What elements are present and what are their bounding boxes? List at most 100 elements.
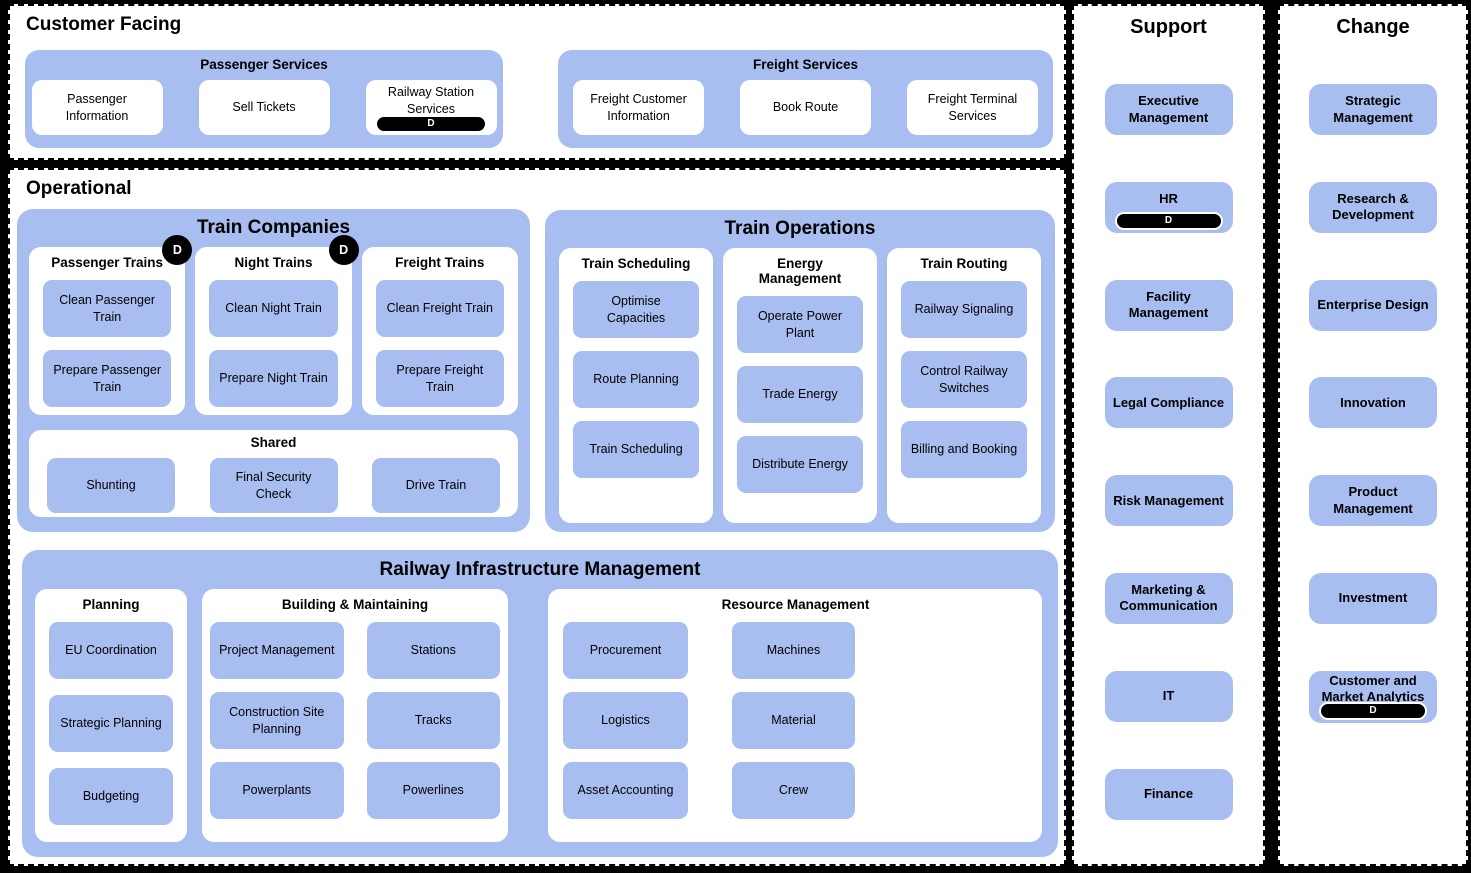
subgroup-title-resource-management: Resource Management [721,597,870,612]
capability-freight-customer-information[interactable]: Freight Customer Information [573,80,704,135]
capability-label: Freight Terminal Services [927,92,1018,123]
capability-book-route[interactable]: Book Route [740,80,871,135]
capability-sell-tickets[interactable]: Sell Tickets [198,80,330,135]
capability-it[interactable]: IT [1104,670,1233,722]
subgroup-building-maintaining[interactable]: Building & Maintaining Project Managemen… [202,589,508,842]
subgroup-energy-management[interactable]: Energy Management Operate Power Plant Tr… [723,248,877,523]
capability-distribute-energy[interactable]: Distribute Energy [737,436,863,493]
subgroup-passenger-trains[interactable]: D Passenger Trains Clean Passenger Train… [29,235,193,415]
d-badge-pill: D [1114,211,1223,230]
capability-railway-station-services[interactable]: Railway Station Services D [365,80,497,135]
capability-clean-freight-train[interactable]: Clean Freight Train [375,280,504,337]
resource-management-items: Procurement Machines Logistics Material … [563,622,1028,819]
capability-trade-energy[interactable]: Trade Energy [737,366,863,423]
freight-services-items: Freight Customer Information Book Route … [558,80,1053,135]
capability-prepare-night-train[interactable]: Prepare Night Train [209,350,338,407]
capability-project-management[interactable]: Project Management [210,622,344,679]
panel-operational: Operational Train Companies D Passenger … [8,168,1066,866]
subgroup-train-scheduling[interactable]: Train Scheduling Optimise Capacities Rou… [559,248,713,523]
group-passenger-services[interactable]: Passenger Services Passenger Information… [25,50,503,148]
capability-customer-market-analytics[interactable]: Customer and Market Analytics D [1309,670,1437,724]
subgroup-train-routing[interactable]: Train Routing Railway Signaling Control … [887,248,1041,523]
building-maintaining-items: Project Management Stations Construction… [210,622,500,819]
capability-billing-and-booking[interactable]: Billing and Booking [901,421,1027,478]
panel-customer-facing: Customer Facing Passenger Services Passe… [8,4,1066,160]
capability-prepare-passenger-train[interactable]: Prepare Passenger Train [43,350,172,407]
capability-budgeting[interactable]: Budgeting [49,768,173,825]
capability-procurement[interactable]: Procurement [563,622,688,679]
subgroup-night-trains[interactable]: D Night Trains Clean Night Train Prepare… [195,235,359,415]
capability-railway-signaling[interactable]: Railway Signaling [901,281,1027,338]
capability-machines[interactable]: Machines [732,622,855,679]
subgroup-shared[interactable]: Shared Shunting Final Security Check Dri… [29,430,518,517]
capability-clean-passenger-train[interactable]: Clean Passenger Train [43,280,172,337]
capability-label: Customer and Market Analytics [1321,672,1425,705]
capability-clean-night-train[interactable]: Clean Night Train [209,280,338,337]
capability-optimise-capacities[interactable]: Optimise Capacities [573,281,699,338]
capability-innovation[interactable]: Innovation [1309,377,1437,429]
subgroup-title-passenger-trains: Passenger Trains [51,255,164,270]
capability-marketing-communication[interactable]: Marketing & Communication [1104,572,1233,624]
capability-finance[interactable]: Finance [1104,768,1233,820]
d-badge-circle: D [162,235,193,265]
capability-powerlines[interactable]: Powerlines [366,762,500,819]
panel-change: Change Strategic Management Research & D… [1278,4,1468,866]
capability-asset-accounting[interactable]: Asset Accounting [563,762,688,819]
panel-support: Support Executive Management HR D Facili… [1072,4,1265,866]
subgroup-title-night-trains: Night Trains [234,255,313,270]
capability-construction-site-planning[interactable]: Construction Site Planning [210,692,344,749]
capability-product-management[interactable]: Product Management [1309,475,1437,527]
capability-shunting[interactable]: Shunting [47,458,175,513]
subgroup-resource-management[interactable]: Resource Management Procurement Machines… [548,589,1042,842]
capability-investment[interactable]: Investment [1309,572,1437,624]
subgroup-freight-trains[interactable]: Freight Trains Clean Freight Train Prepa… [361,247,518,415]
capability-crew[interactable]: Crew [732,762,855,819]
shared-items: Shunting Final Security Check Drive Trai… [47,458,500,513]
capability-drive-train[interactable]: Drive Train [372,458,500,513]
capability-powerplants[interactable]: Powerplants [210,762,344,819]
capability-freight-terminal-services[interactable]: Freight Terminal Services [907,80,1038,135]
capability-operate-power-plant[interactable]: Operate Power Plant [737,296,863,353]
capability-route-planning[interactable]: Route Planning [573,351,699,408]
group-freight-services[interactable]: Freight Services Freight Customer Inform… [558,50,1053,148]
subgroup-title-train-routing: Train Routing [920,256,1008,271]
capability-risk-management[interactable]: Risk Management [1104,475,1233,527]
capability-final-security-check[interactable]: Final Security Check [209,458,338,513]
subgroup-title-planning: Planning [82,597,140,612]
group-title-freight-services: Freight Services [752,57,859,72]
capability-enterprise-design[interactable]: Enterprise Design [1309,279,1437,331]
capability-prepare-freight-train[interactable]: Prepare Freight Train [375,350,504,407]
d-badge-circle: D [328,235,359,265]
capability-control-railway-switches[interactable]: Control Railway Switches [901,351,1027,408]
capability-passenger-information[interactable]: Passenger Information [31,80,163,135]
train-routing-items: Railway Signaling Control Railway Switch… [901,281,1027,478]
capability-strategic-management[interactable]: Strategic Management [1309,84,1437,135]
d-badge-pill: D [375,115,487,133]
group-railway-infrastructure-management[interactable]: Railway Infrastructure Management Planni… [22,550,1058,857]
planning-items: EU Coordination Strategic Planning Budge… [49,622,173,825]
capability-strategic-planning[interactable]: Strategic Planning [49,695,173,752]
capability-tracks[interactable]: Tracks [366,692,500,749]
capability-label: Product Management [1333,484,1413,516]
capability-facility-management[interactable]: Facility Management [1104,279,1233,331]
capability-hr[interactable]: HR D [1104,181,1233,233]
capability-research-development[interactable]: Research & Development [1309,181,1437,233]
group-train-companies[interactable]: Train Companies D Passenger Trains Clean… [17,209,530,532]
train-scheduling-items: Optimise Capacities Route Planning Train… [573,281,699,478]
capability-executive-management[interactable]: Executive Management [1104,84,1233,135]
group-train-operations[interactable]: Train Operations Train Scheduling Optimi… [545,210,1055,532]
group-title-train-operations: Train Operations [724,218,876,239]
subgroup-title-train-scheduling: Train Scheduling [581,256,691,271]
capability-eu-coordination[interactable]: EU Coordination [49,622,173,679]
capability-stations[interactable]: Stations [366,622,500,679]
capability-logistics[interactable]: Logistics [563,692,688,749]
subgroup-planning[interactable]: Planning EU Coordination Strategic Plann… [35,589,187,842]
group-title-railway-infrastructure-management: Railway Infrastructure Management [379,559,701,580]
group-title-train-companies: Train Companies [196,217,351,238]
capability-train-scheduling[interactable]: Train Scheduling [573,421,699,478]
capability-legal-compliance[interactable]: Legal Compliance [1104,377,1233,429]
capability-label: Railway Station Services [387,85,475,116]
customer-facing-groups: Passenger Services Passenger Information… [25,50,1053,148]
capability-material[interactable]: Material [732,692,855,749]
capability-label: Risk Management [1113,492,1224,508]
